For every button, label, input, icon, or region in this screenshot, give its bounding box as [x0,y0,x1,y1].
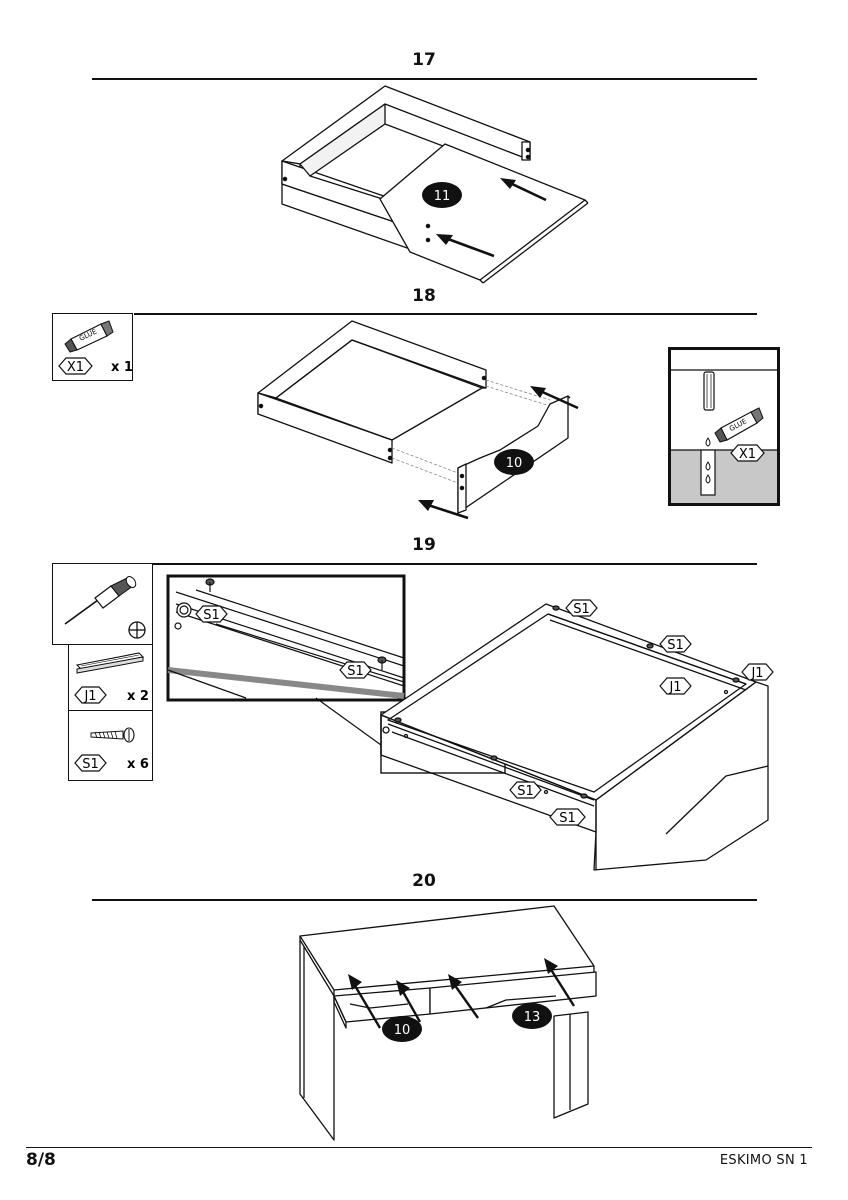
step-divider [152,563,757,565]
step-18-illustration: 10 [257,320,579,520]
step-19-illustration: S1 S1 S1 S1 J1 J1 S1 [166,574,774,871]
tag-s1: S1 [667,638,684,653]
step-divider [134,313,757,315]
step-divider [92,78,757,80]
callout-10: 10 [394,1023,411,1038]
tag-s1: S1 [559,811,576,826]
step-number-20: 20 [412,871,436,891]
callout-13: 13 [524,1010,541,1025]
screw-icon [90,727,135,743]
step-20-illustration: 10 13 [299,905,597,1141]
callout-11: 11 [434,189,451,204]
step-number-18: 18 [412,286,436,306]
detail-tag-x1: X1 [739,447,756,462]
step-divider [92,899,757,901]
tag-s1: S1 [203,608,220,623]
phillips-screwdriver-icon [64,576,137,625]
glue-detail-inset: GLUE X1 [668,347,780,506]
callout-10: 10 [506,456,523,471]
parts-box-glue: GLUE X1 x 1 [52,313,133,381]
page-number: 8/8 [26,1150,56,1170]
tag-s1: S1 [573,602,590,617]
drawer-runner-icon [75,652,145,674]
parts-box-runner: J1 x 2 [68,645,153,711]
tag-s1: S1 [347,664,364,679]
tag-j1: J1 [668,680,681,695]
part-qty-s1: x 6 [127,757,149,772]
tag-j1: S1 [517,784,534,799]
part-code-j1: J1 [83,689,96,704]
step-19-tag-bottom: S1 [549,808,586,826]
part-code-s1: S1 [82,757,99,772]
part-qty-j1: x 2 [127,689,149,704]
tag-s1: J1 [750,666,763,681]
product-name: ESKIMO SN 1 [719,1153,808,1168]
step-number-17: 17 [412,50,436,70]
part-code-x1: X1 [67,360,84,375]
phillips-head-icon [128,621,146,639]
part-qty-x1: x 1 [111,360,133,375]
step-17-illustration: 11 [281,85,589,284]
glue-tube-icon [64,320,114,353]
step-number-19: 19 [412,535,436,555]
parts-box-screw: S1 x 6 [68,711,153,781]
tool-box [52,563,153,645]
footer-divider [26,1147,812,1148]
